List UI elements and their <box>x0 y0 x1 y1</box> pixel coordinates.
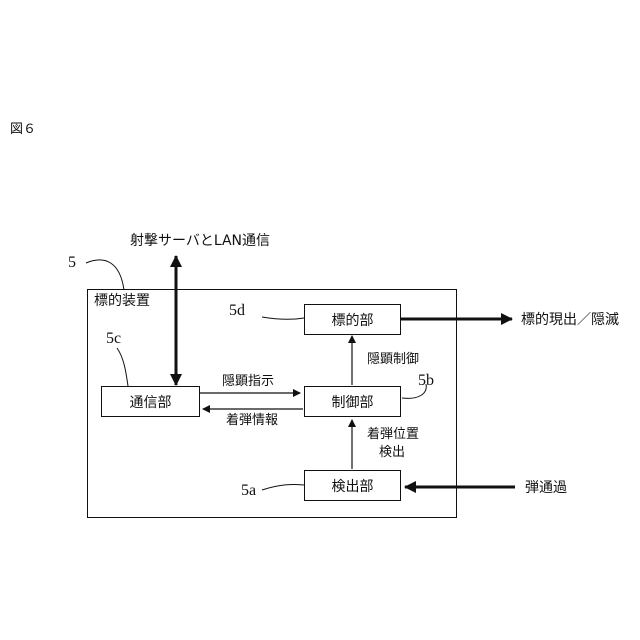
leader-5 <box>86 260 124 290</box>
leader-5a <box>262 485 304 490</box>
target-unit-label: 標的部 <box>332 310 374 330</box>
detection-unit-box: 検出部 <box>304 470 401 501</box>
ref-5: 5 <box>68 255 76 271</box>
leader-5c <box>117 348 128 386</box>
lan-communication-label: 射撃サーバとLAN通信 <box>130 234 270 248</box>
ref-5a: 5a <box>241 483 256 499</box>
leader-5d <box>262 317 304 319</box>
visibility-instruction-label: 隠顕指示 <box>222 375 274 388</box>
control-unit-label: 制御部 <box>332 392 374 412</box>
ref-5c: 5c <box>106 331 121 347</box>
target-unit-box: 標的部 <box>304 304 401 335</box>
impact-info-label: 着弾情報 <box>226 414 278 427</box>
visibility-control-label: 隠顕制御 <box>367 353 419 366</box>
detection-unit-label: 検出部 <box>332 476 374 496</box>
impact-position-label-line2: 検出 <box>379 446 405 459</box>
ref-5b: 5b <box>418 373 434 389</box>
communication-unit-label: 通信部 <box>130 392 172 412</box>
impact-position-label-line1: 着弾位置 <box>367 428 419 441</box>
ref-5d: 5d <box>229 303 245 319</box>
device-title: 標的装置 <box>94 294 150 308</box>
target-output-label: 標的現出／隠滅 <box>521 313 619 327</box>
communication-unit-box: 通信部 <box>101 386 200 417</box>
control-unit-box: 制御部 <box>304 386 401 417</box>
bullet-pass-label: 弾通過 <box>525 481 567 495</box>
